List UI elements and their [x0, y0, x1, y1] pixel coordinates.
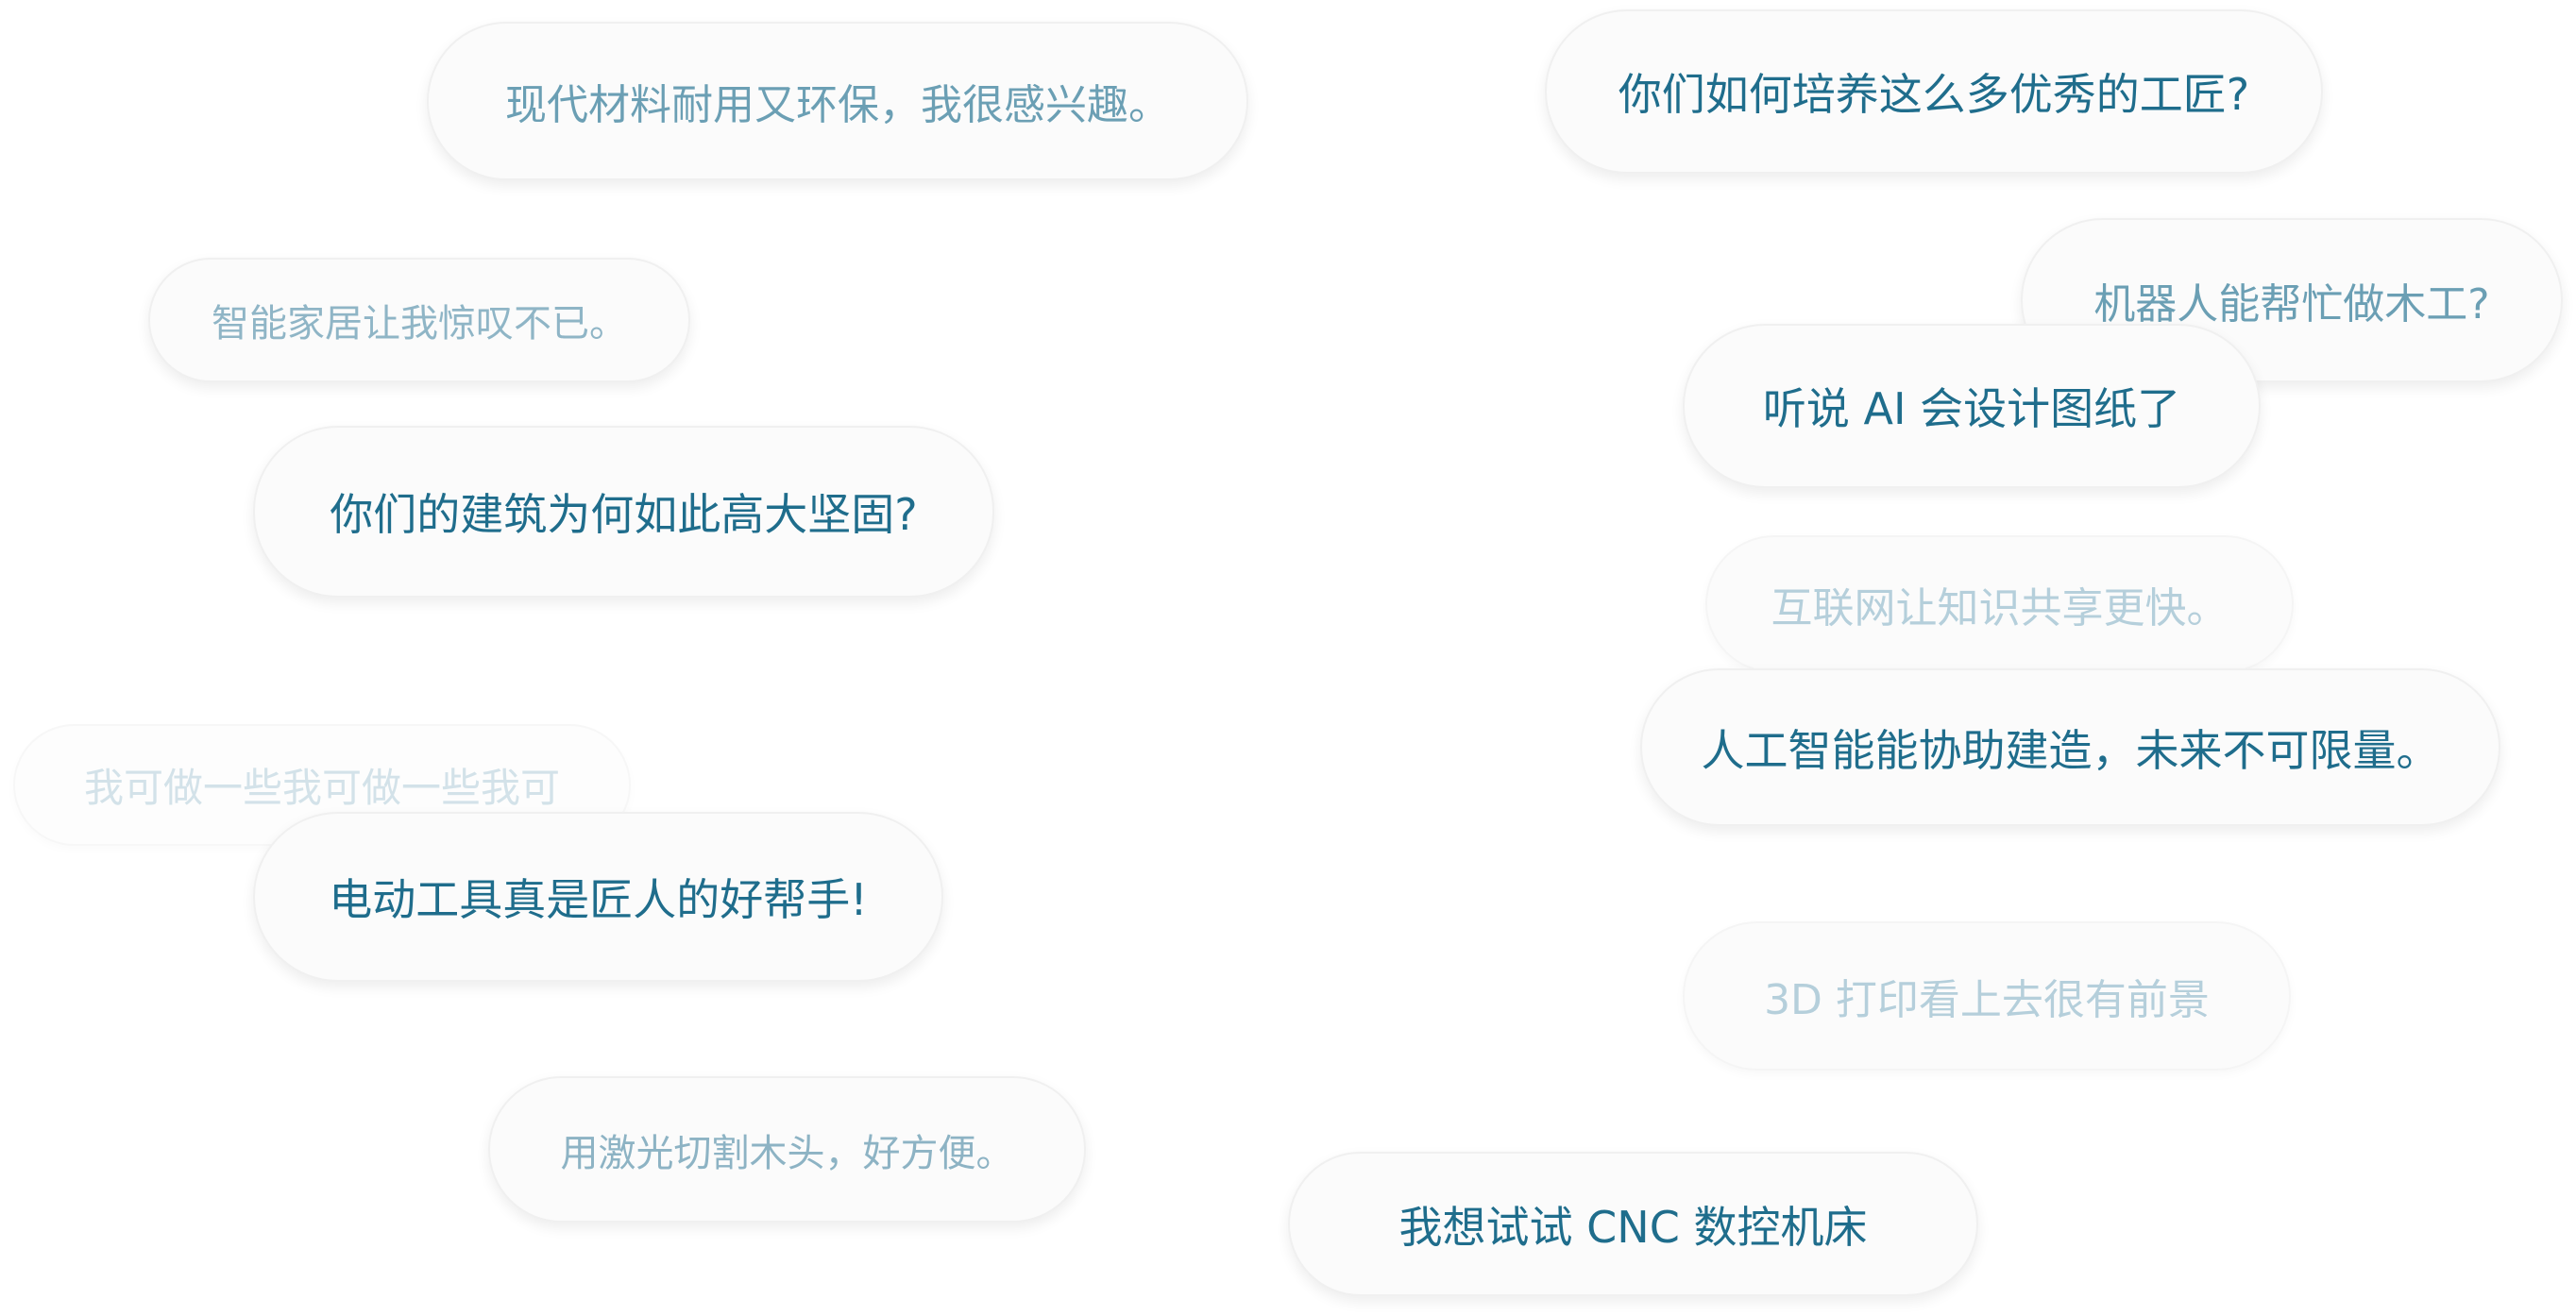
- message-bubble[interactable]: 3D 打印看上去很有前景: [1683, 921, 2291, 1071]
- bubble-text: 3D 打印看上去很有前景: [1764, 976, 2210, 1024]
- message-bubble[interactable]: 现代材料耐用又环保，我很感兴趣。: [427, 22, 1248, 180]
- message-bubble[interactable]: 互联网让知识共享更快。: [1705, 535, 2294, 673]
- message-bubble[interactable]: 用激光切割木头，好方便。: [488, 1076, 1086, 1223]
- bubble-text: 我想试试 CNC 数控机床: [1398, 1201, 1868, 1253]
- bubble-text: 人工智能能协助建造，未来不可限量。: [1701, 724, 2440, 776]
- bubble-text: 听说 AI 会设计图纸了: [1762, 383, 2181, 434]
- bubble-text: 电动工具真是匠人的好帮手!: [329, 874, 868, 925]
- bubble-text: 用激光切割木头，好方便。: [560, 1131, 1014, 1175]
- message-bubble[interactable]: 智能家居让我惊叹不已。: [148, 258, 690, 382]
- message-bubble[interactable]: 电动工具真是匠人的好帮手!: [253, 812, 943, 982]
- bubble-text: 现代材料耐用又环保，我很感兴趣。: [505, 81, 1170, 129]
- message-bubble[interactable]: 人工智能能协助建造，未来不可限量。: [1640, 668, 2500, 826]
- message-bubble[interactable]: 你们的建筑为何如此高大坚固?: [253, 426, 994, 598]
- bubble-text: 你们的建筑为何如此高大坚固?: [330, 489, 918, 540]
- message-bubble[interactable]: 我想试试 CNC 数控机床: [1288, 1152, 1978, 1296]
- bubble-text: 互联网让知识共享更快。: [1771, 584, 2229, 633]
- bubble-text: 机器人能帮忙做木工?: [2093, 280, 2490, 329]
- bubble-text: 你们如何培养这么多优秀的工匠?: [1618, 69, 2250, 120]
- message-bubble[interactable]: 听说 AI 会设计图纸了: [1683, 324, 2261, 488]
- message-bubble[interactable]: 你们如何培养这么多优秀的工匠?: [1545, 9, 2323, 174]
- bubble-text: 智能家居让我惊叹不已。: [212, 302, 627, 346]
- bubble-text: 我可做一些我可做一些我可: [83, 765, 560, 811]
